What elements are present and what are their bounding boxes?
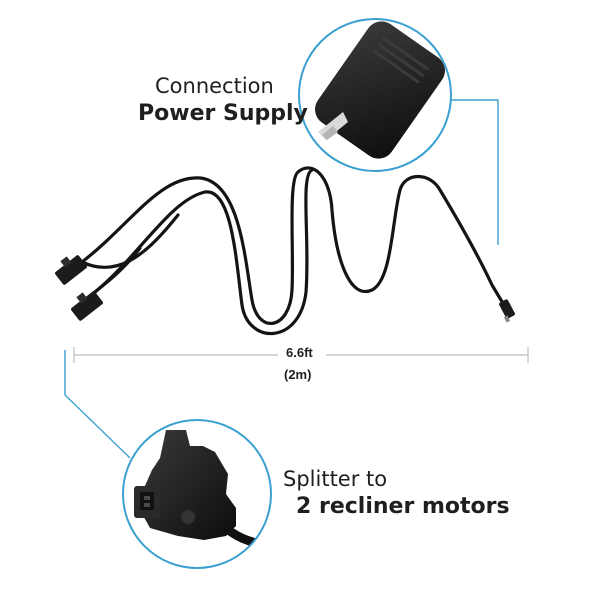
callout-bottom-line2: 2 recliner motors: [296, 494, 510, 519]
splitter-connector-a: [55, 255, 87, 285]
cable: [80, 166, 509, 336]
top-leader-line: [430, 99, 499, 245]
length-metric-label: (2m): [284, 367, 312, 382]
splitter-zoom: [122, 419, 272, 569]
callout-bottom-line1: Splitter to: [283, 467, 388, 491]
callout-top-line2: Power Supply: [138, 101, 308, 126]
length-label: 6.6ft: [286, 345, 313, 360]
callout-top-line1: Connection: [155, 74, 274, 98]
power-plug-zoom: [298, 18, 452, 172]
power-plug-end: [499, 299, 515, 323]
splitter-connector-b: [71, 291, 103, 321]
dimension-line: [73, 347, 529, 363]
bottom-leader-line: [64, 350, 131, 459]
